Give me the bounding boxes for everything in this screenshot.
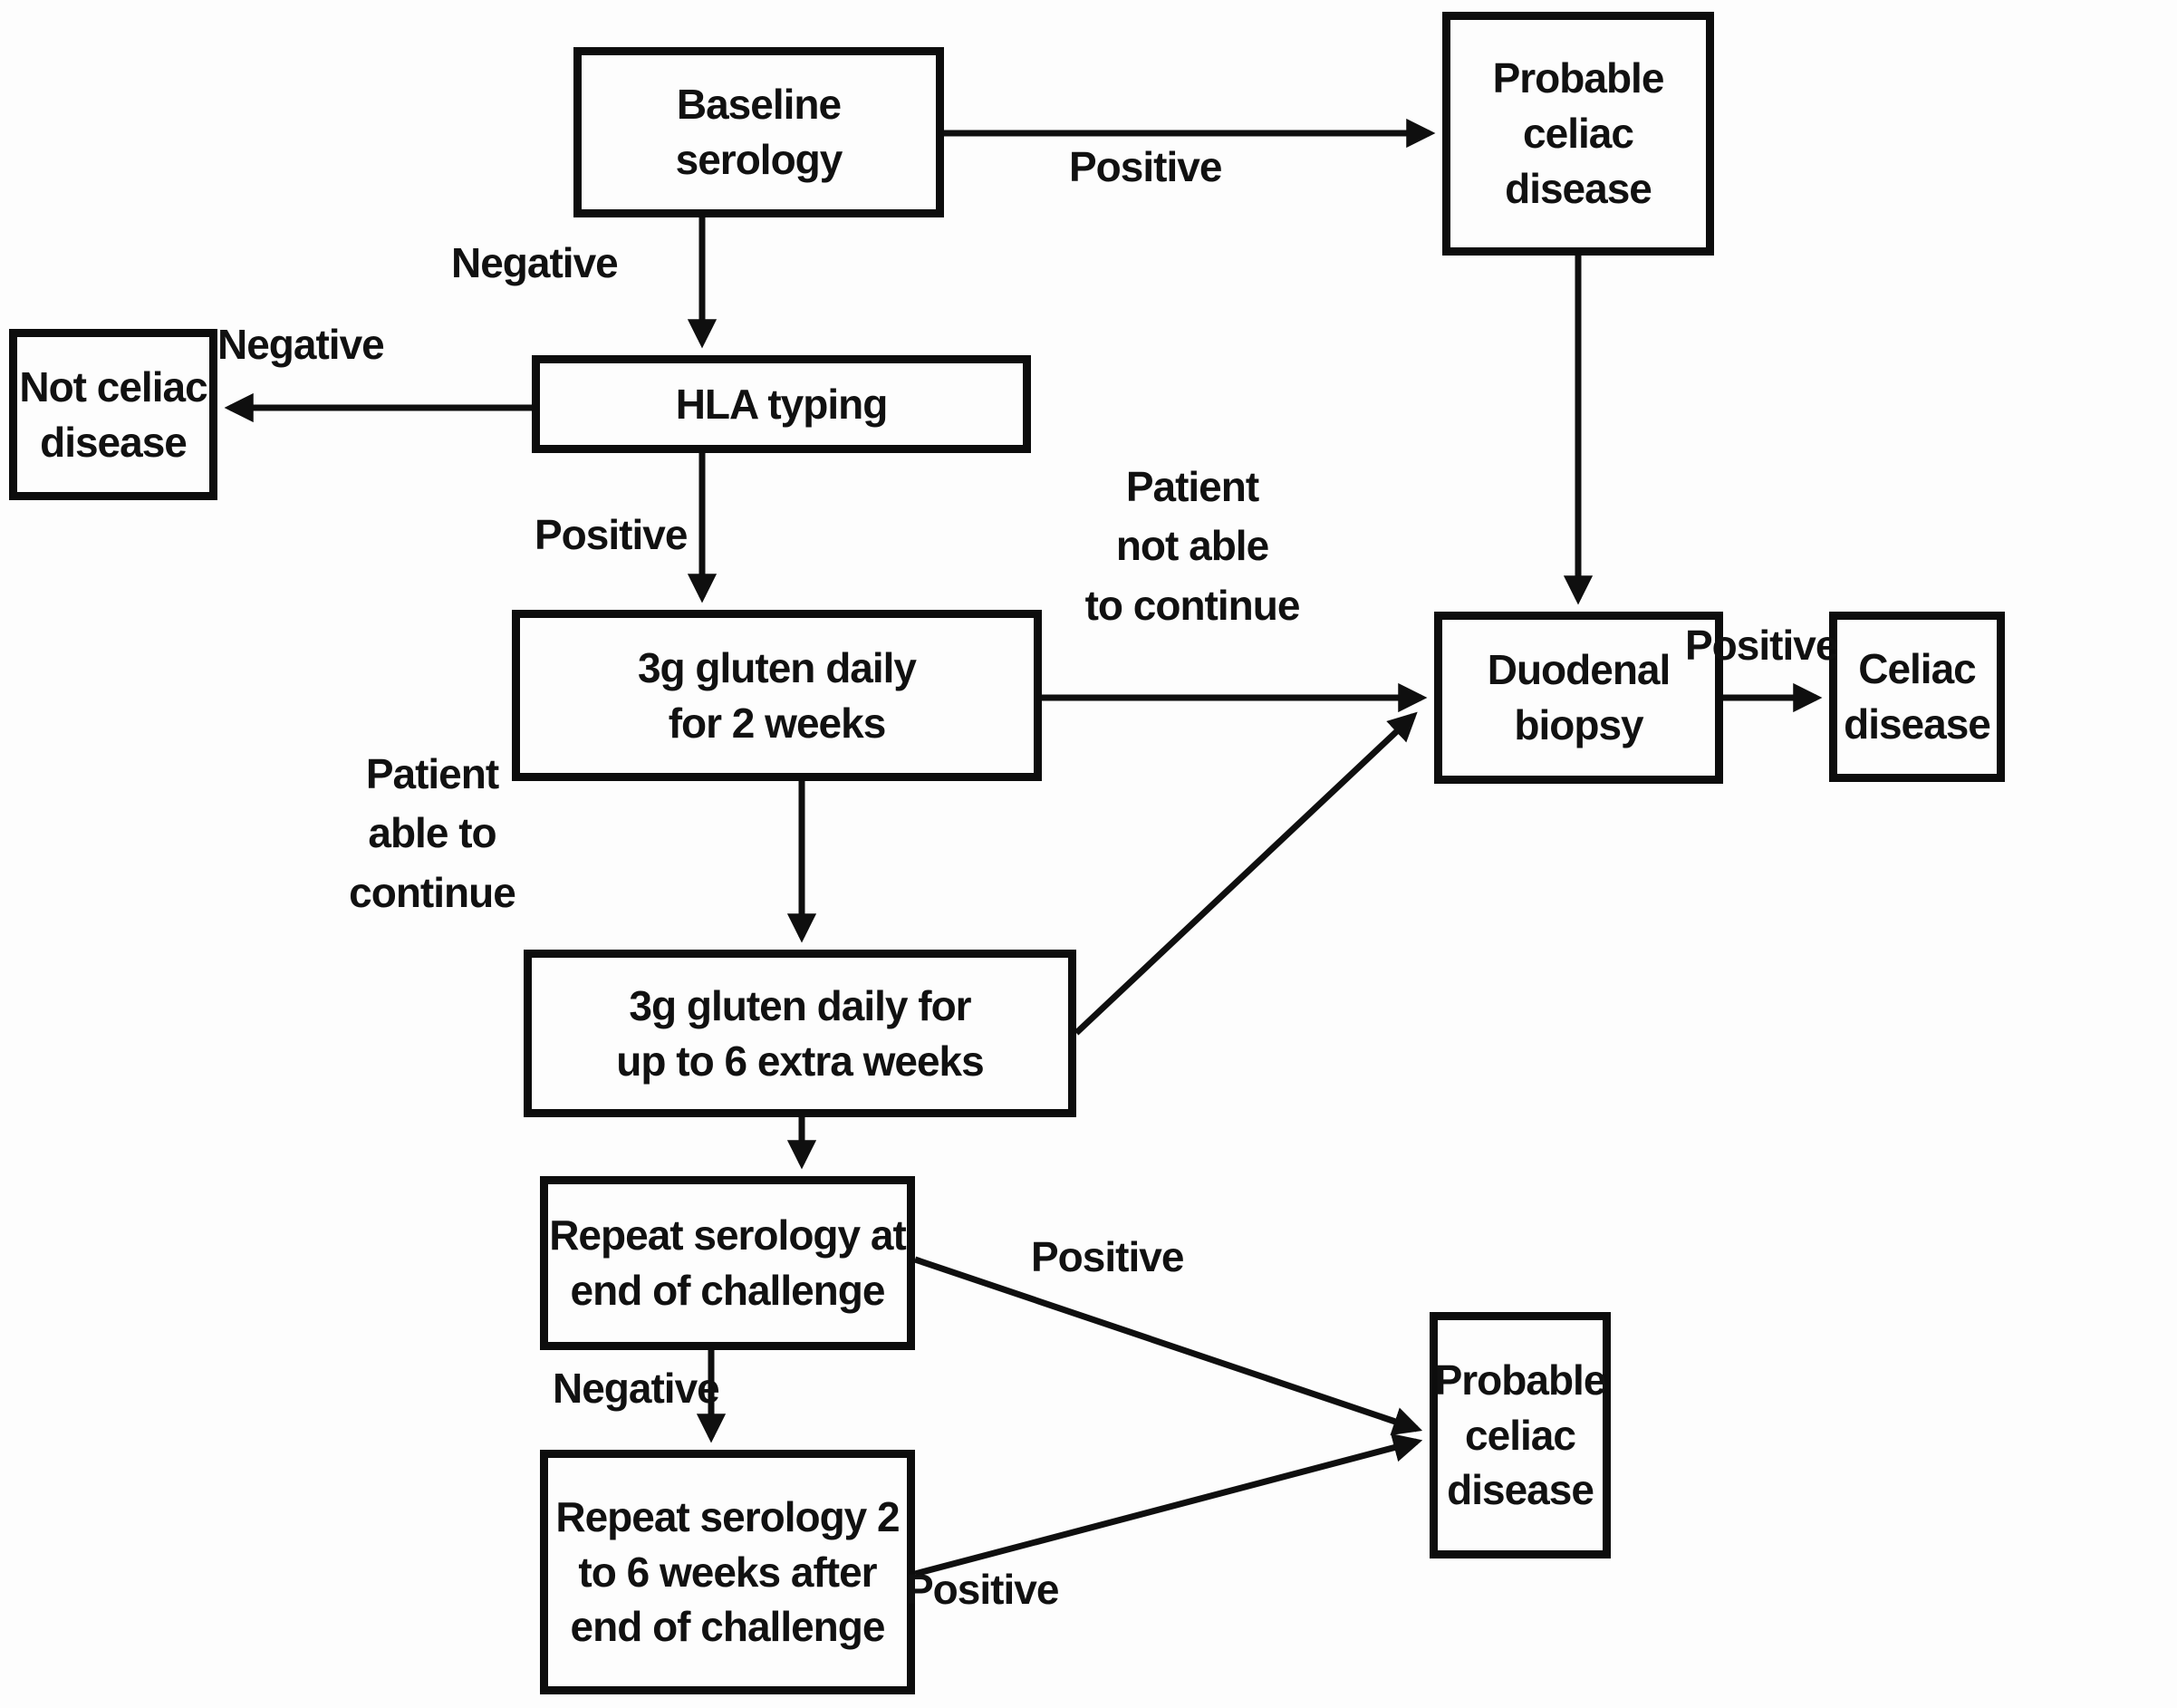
edge-label-positive-repeat1: Positive bbox=[1031, 1233, 1184, 1280]
edge-label-positive-hla: Positive bbox=[535, 511, 688, 558]
node-gluten-2-weeks: 3g gluten daily for 2 weeks bbox=[512, 610, 1042, 781]
node-gluten-6-extra-weeks: 3g gluten daily for up to 6 extra weeks bbox=[524, 950, 1076, 1117]
edge-label-patient-able-to-continue: Patient able to continue bbox=[349, 750, 516, 916]
edge-gluten6wk-duodenal bbox=[1074, 711, 1418, 1036]
node-hla-typing: HLA typing bbox=[532, 355, 1031, 453]
node-celiac-disease: Celiac disease bbox=[1829, 612, 2005, 782]
edge-label-positive-baseline: Positive bbox=[1069, 143, 1222, 190]
edge-label-patient-not-able-to-continue: Patient not able to continue bbox=[1084, 463, 1301, 629]
node-probable-celiac-disease-top: Probable celiac disease bbox=[1442, 12, 1714, 256]
edge-label-negative-hla: Negative bbox=[217, 321, 385, 368]
edge-repeat2-probablebottom bbox=[914, 1433, 1423, 1578]
node-baseline-serology: Baseline serology bbox=[573, 47, 944, 217]
node-duodenal-biopsy: Duodenal biopsy bbox=[1434, 612, 1723, 784]
edge-label-negative-baseline: Negative bbox=[451, 239, 619, 286]
node-repeat-serology-2-6-weeks-after: Repeat serology 2 to 6 weeks after end o… bbox=[540, 1450, 915, 1694]
node-repeat-serology-end-of-challenge: Repeat serology at end of challenge bbox=[540, 1176, 915, 1350]
edge-label-positive-repeat2: Positive bbox=[906, 1566, 1059, 1613]
node-not-celiac-disease: Not celiac disease bbox=[9, 329, 217, 500]
edge-label-negative-repeat1: Negative bbox=[553, 1365, 720, 1412]
node-probable-celiac-disease-bottom: Probable celiac disease bbox=[1430, 1312, 1611, 1558]
edge-repeat1-probablebottom bbox=[913, 1256, 1423, 1436]
edge-label-positive-biopsy: Positive bbox=[1685, 622, 1838, 669]
